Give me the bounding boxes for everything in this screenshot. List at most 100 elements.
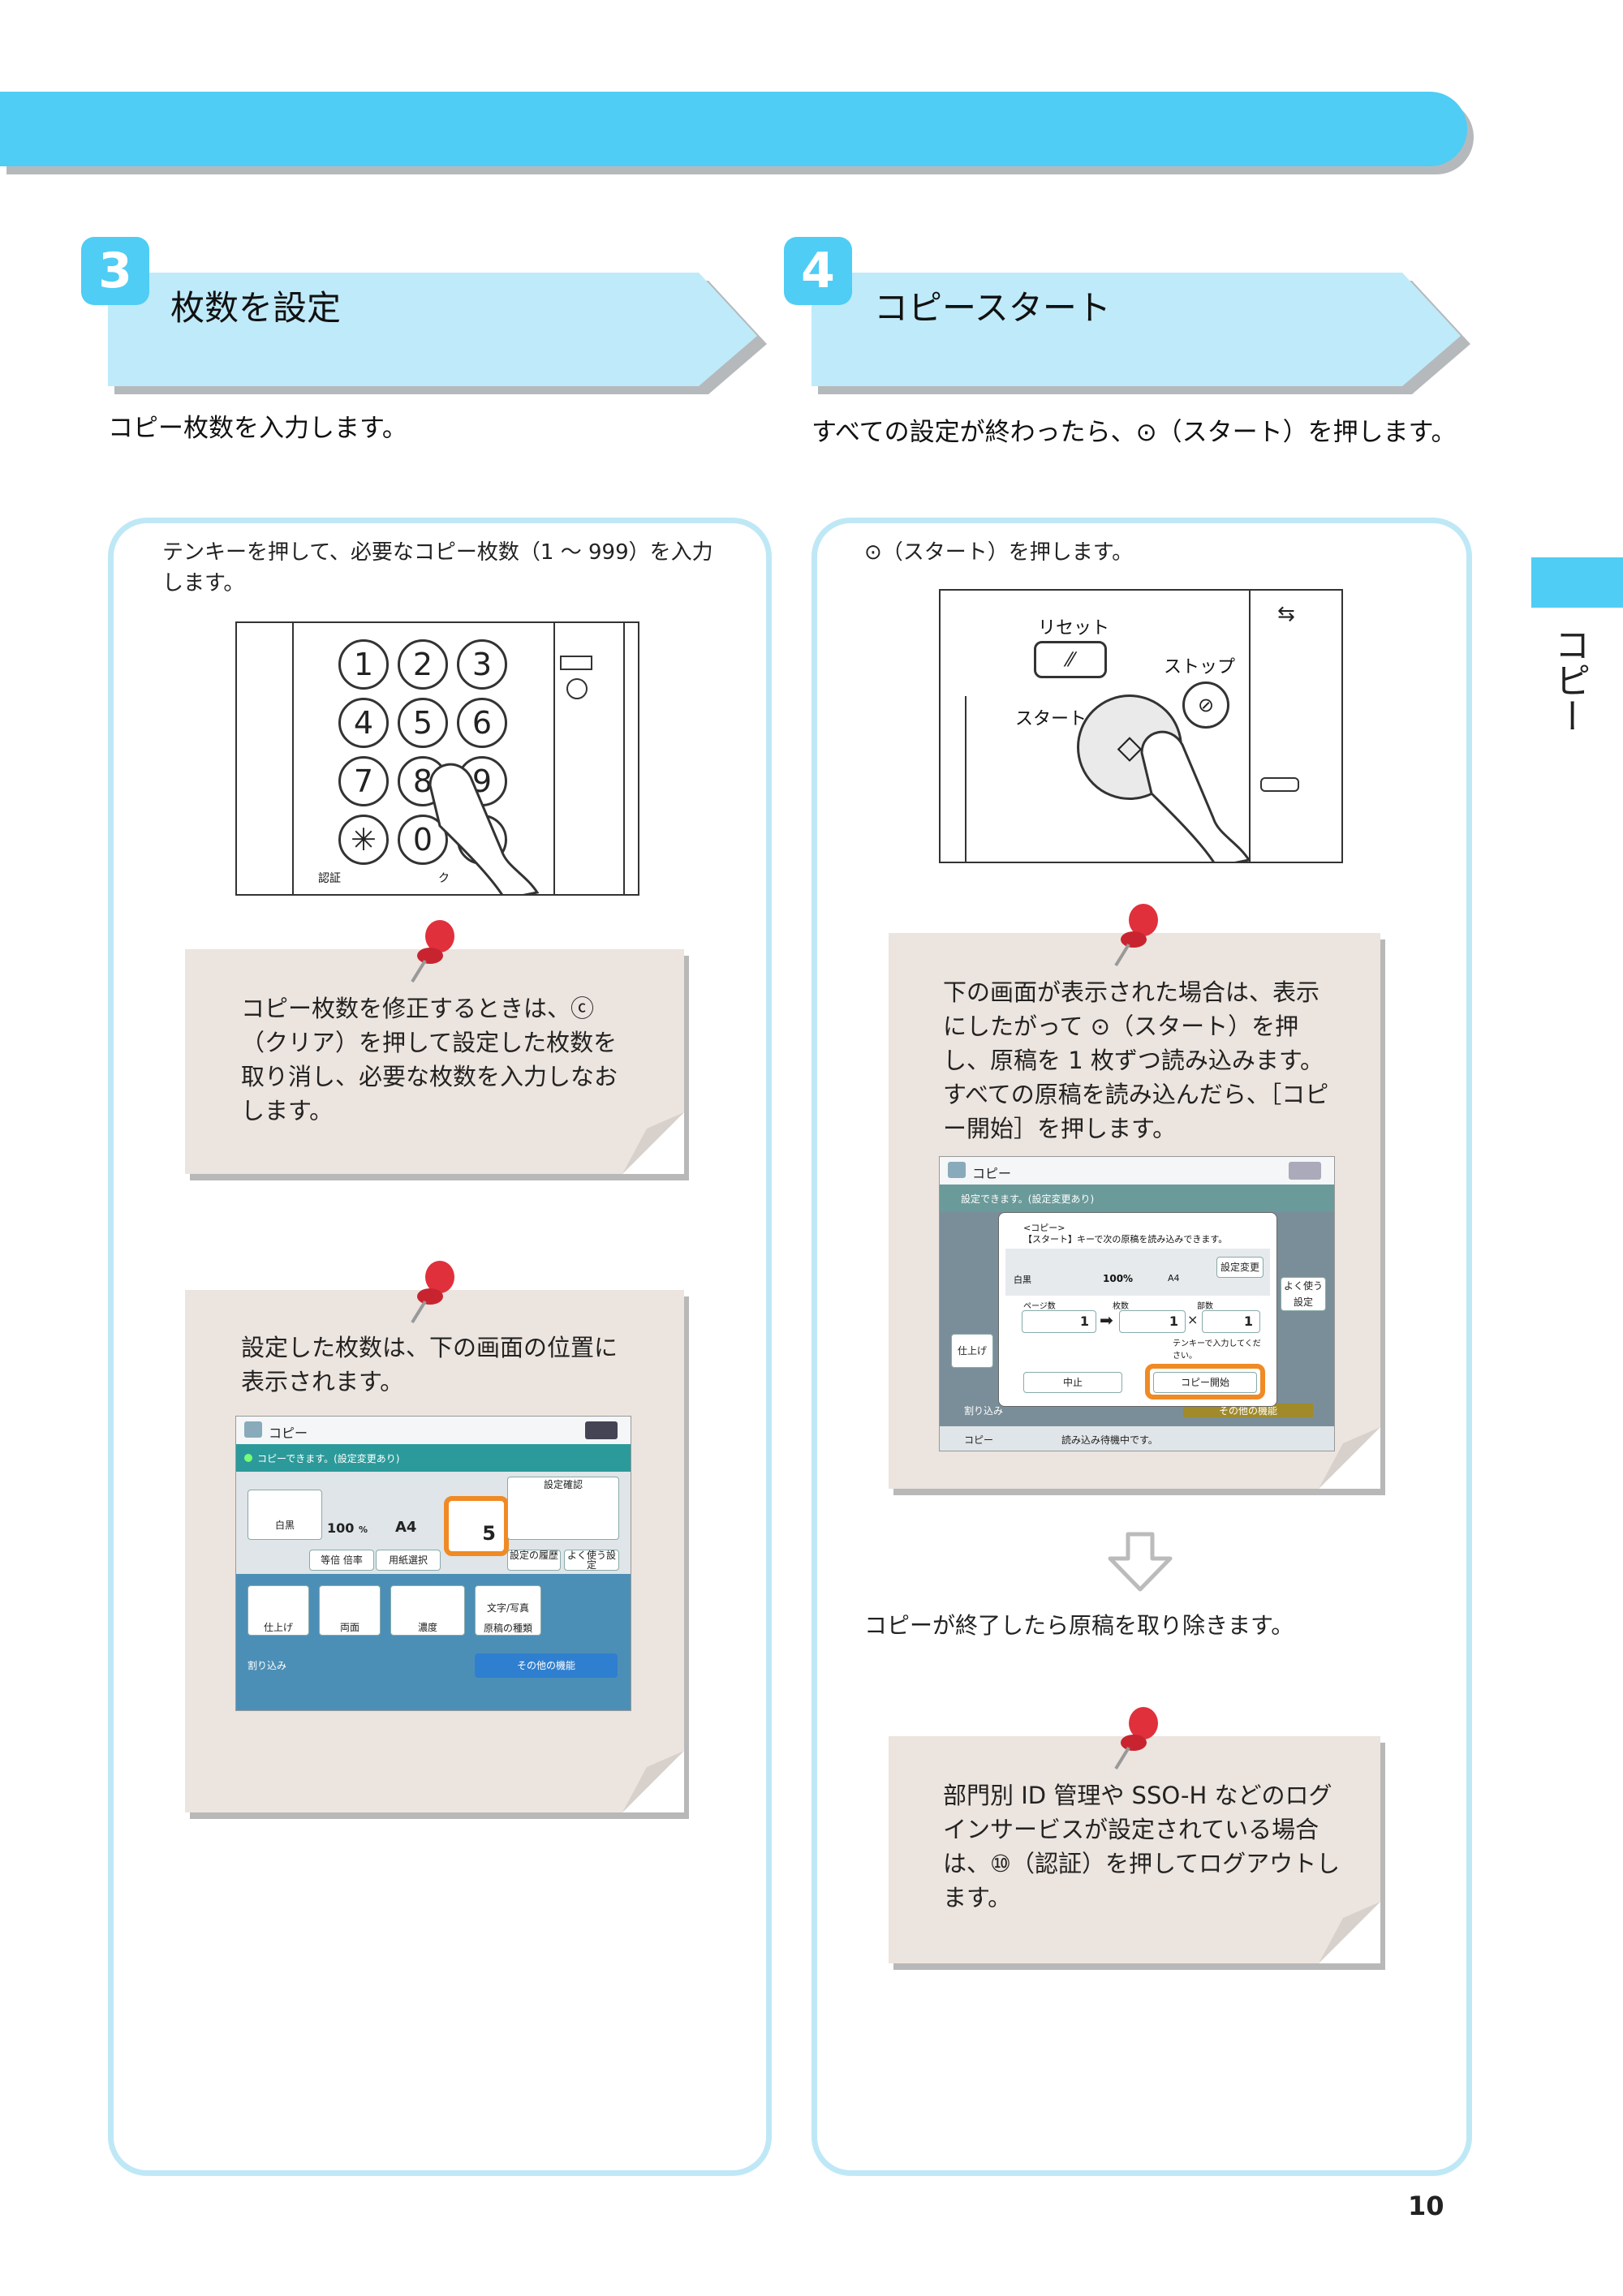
reset-button[interactable]: ⁄⁄ — [1034, 641, 1107, 678]
ratio-value: 100 — [327, 1520, 355, 1536]
pushpin-icon — [411, 920, 454, 983]
copies-value: 1 — [1243, 1314, 1253, 1329]
duplex-label: 両面 — [339, 1622, 359, 1633]
status-lamp — [1260, 777, 1299, 792]
original-type-label: 原稿の種類 — [483, 1623, 532, 1634]
key-2[interactable]: 2 — [398, 639, 448, 690]
stop-button[interactable]: ⊘ — [1182, 681, 1229, 729]
start-label: スタート — [1015, 709, 1087, 729]
other-functions-label: その他の機能 — [1183, 1404, 1313, 1417]
usb-icon: ⇆ — [1277, 602, 1295, 626]
paper-select-button[interactable]: 用紙選択 — [376, 1550, 441, 1571]
mode-button[interactable] — [566, 678, 588, 699]
note-fold-icon — [1319, 1902, 1380, 1963]
start-copy-highlight — [1145, 1364, 1265, 1400]
favorite-button[interactable]: よく使う設定 — [564, 1550, 619, 1571]
header-bar — [0, 92, 1467, 166]
copies-value: 5 — [482, 1522, 496, 1545]
sheets-value: 1 — [1169, 1314, 1178, 1329]
step4-note1-text: 下の画面が表示された場合は、表示にしたがって ⊙（スタート）を押し、原稿を 1 … — [943, 978, 1329, 1142]
start-copy-button[interactable]: コピー開始 — [1153, 1372, 1257, 1393]
key-7[interactable]: 7 — [338, 756, 389, 806]
screen-header: コピー — [236, 1417, 631, 1444]
side-tab — [1531, 557, 1623, 608]
settings-confirm-button[interactable]: 設定確認 — [507, 1477, 619, 1540]
scan-dialog: <コピー> 【スタート】キーで次の原稿を読み込みできます。 白黒 100% A4… — [998, 1212, 1277, 1407]
change-settings-button[interactable]: 設定変更 — [1216, 1257, 1264, 1278]
copies-label: 部数 — [1197, 1302, 1213, 1311]
keypad-panel-edge — [292, 623, 294, 894]
pages-label: ページ数 — [1023, 1302, 1056, 1311]
favorite-button: よく使う設定 — [1281, 1277, 1326, 1311]
cancel-button[interactable]: 中止 — [1023, 1372, 1122, 1393]
note-fold-icon — [622, 1112, 684, 1174]
key-0[interactable]: 0 — [398, 815, 448, 865]
interrupt-button[interactable]: 割り込み — [248, 1658, 286, 1672]
footer-status: 読み込み待機中です。 — [1061, 1434, 1158, 1446]
step4-title: コピースタート — [874, 288, 1111, 328]
duplex-button[interactable]: 両面 — [319, 1585, 381, 1636]
finish-button[interactable]: 仕上げ — [248, 1585, 309, 1636]
pressing-finger-icon — [1140, 730, 1251, 862]
other-functions-button[interactable]: その他の機能 — [475, 1653, 618, 1678]
ratio-button[interactable]: 等倍 倍率 — [309, 1550, 374, 1571]
page-number: 10 — [1408, 2191, 1444, 2221]
step3-instruction: テンキーを押して、必要なコピー枚数（1 〜 999）を入力します。 — [162, 540, 713, 595]
step4-note2-text: 部門別 ID 管理や SSO-H などのログインサービスが設定されている場合は、… — [943, 1782, 1341, 1911]
side-tab-label: コピー — [1548, 626, 1590, 733]
step4-number: 4 — [784, 237, 852, 305]
history-button[interactable]: 設定の履歴 — [507, 1550, 561, 1571]
key-6[interactable]: 6 — [457, 698, 507, 748]
scan-wait-screen: コピー 設定できます。(設定変更あり) 仕上げ よく使う設定 割り込み その他の… — [939, 1156, 1335, 1451]
step3-lead: コピー枚数を入力します。 — [108, 414, 407, 443]
key-3[interactable]: 3 — [457, 639, 507, 690]
pushpin-icon — [411, 1261, 454, 1324]
color-mode-label: 白黒 — [1014, 1275, 1031, 1285]
clear-label: ク — [438, 872, 450, 885]
note-fold-icon — [1319, 1427, 1380, 1489]
key-5[interactable]: 5 — [398, 698, 448, 748]
dialog-message: 【スタート】キーで次の原稿を読み込みできます。 — [1023, 1234, 1228, 1245]
pushpin-icon — [1114, 1707, 1158, 1770]
paper-value: A4 — [1168, 1273, 1180, 1283]
finish-label: 仕上げ — [263, 1622, 293, 1633]
arrow-icon: ➡ — [1100, 1310, 1113, 1330]
pushpin-icon — [1114, 904, 1158, 967]
step3-note1 — [185, 949, 684, 1174]
screen-footer: コピー 読み込み待機中です。 — [940, 1426, 1334, 1451]
pressing-finger-icon — [428, 763, 540, 894]
control-panel-illustration: リセット ⁄⁄ ストップ ⊘ スタート ◇ ⇆ — [939, 589, 1343, 863]
key-4[interactable]: 4 — [338, 698, 389, 748]
paper-display: A4 — [395, 1519, 417, 1536]
step3-note1-text: コピー枚数を修正するときは、ⓒ（クリア）を押して設定した枚数を取り消し、必要な枚… — [241, 995, 618, 1124]
color-mode-label: 白黒 — [274, 1520, 295, 1531]
copies-field[interactable]: 1 — [1202, 1310, 1260, 1333]
step4-instruction: ⊙（スタート）を押します。 — [864, 540, 1134, 565]
screen-status: 設定できます。(設定変更あり) — [940, 1185, 1334, 1212]
original-type-button[interactable]: 文字/写真原稿の種類 — [475, 1585, 541, 1636]
key-1[interactable]: 1 — [338, 639, 389, 690]
status-dot-icon — [244, 1454, 252, 1462]
color-mode-button[interactable]: 白黒 — [248, 1490, 322, 1540]
ratio-unit: % — [358, 1524, 368, 1535]
status-monitor-icon[interactable] — [585, 1421, 618, 1439]
step3-number: 3 — [81, 237, 149, 305]
sheets-field: 1 — [1119, 1310, 1186, 1333]
keypad-hint: テンキーで入力してください。 — [1173, 1339, 1261, 1361]
copies-display: 5 — [444, 1496, 509, 1556]
reset-label: リセット — [1038, 618, 1110, 638]
settings-confirm-label: 設定確認 — [543, 1479, 583, 1490]
panel-right-border — [1249, 591, 1251, 862]
interrupt-label: 割り込み — [964, 1405, 1004, 1417]
density-button[interactable]: 濃度 — [390, 1585, 465, 1636]
step3-banner-shape — [108, 273, 767, 394]
note-fold-icon — [622, 1751, 684, 1812]
key-star[interactable]: ✳ — [338, 815, 389, 865]
status-monitor-icon[interactable] — [1289, 1162, 1321, 1180]
sheets-label: 枚数 — [1113, 1302, 1129, 1311]
screen-header: コピー — [940, 1157, 1334, 1185]
keypad-illustration: 1 2 3 4 5 6 7 8 9 ✳ 0 # 認証 ク — [235, 621, 639, 896]
mode-indicator-icon — [560, 656, 592, 670]
footer-title: コピー — [964, 1434, 994, 1446]
ratio-display: 100 % — [327, 1520, 368, 1536]
